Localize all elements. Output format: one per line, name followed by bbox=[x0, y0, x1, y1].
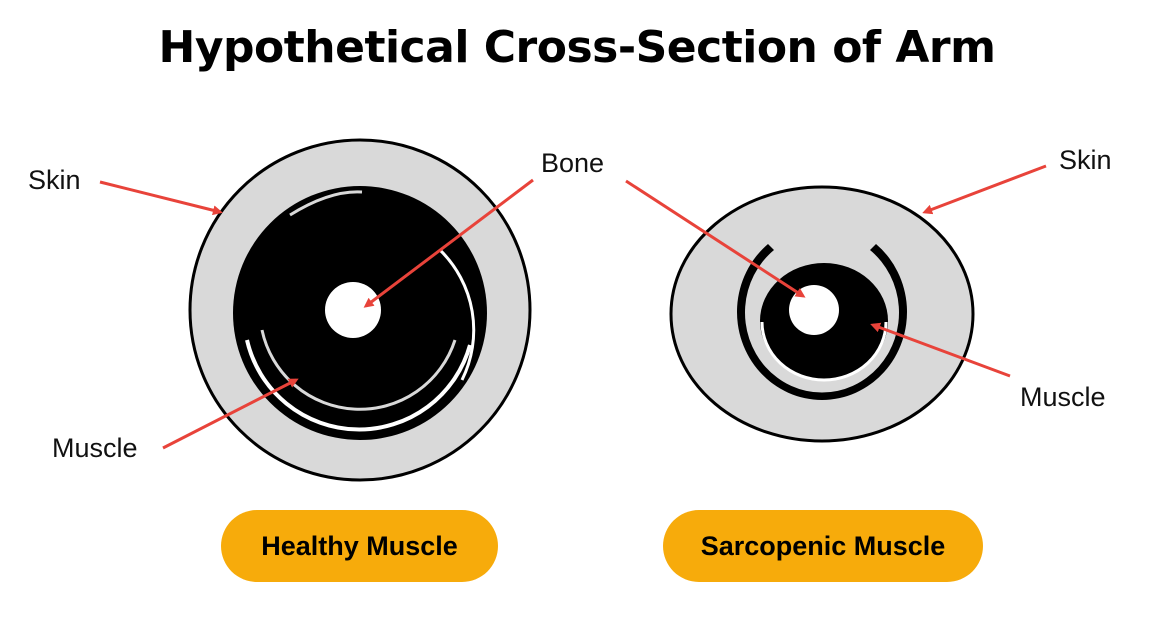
healthy-skin-arrow bbox=[99, 180, 223, 216]
sarcopenic-muscle-arrow bbox=[870, 322, 1011, 378]
diagram-title: Hypothetical Cross-Section of Arm bbox=[158, 22, 996, 73]
healthy-muscle-swirl-inner bbox=[260, 329, 457, 411]
sarcopenic-arm-section bbox=[625, 164, 1047, 443]
healthy-muscle-label: Muscle bbox=[52, 433, 138, 463]
healthy-muscle-badge: Healthy Muscle bbox=[221, 510, 498, 582]
sarcopenic-muscle-badge: Sarcopenic Muscle bbox=[663, 510, 983, 582]
healthy-skin-label: Skin bbox=[28, 165, 81, 195]
bone-arrow-healthy bbox=[363, 178, 534, 308]
sarcopenic-muscle-swirl bbox=[760, 321, 888, 382]
healthy-muscle-swirl-outer bbox=[245, 339, 472, 432]
healthy-arm-section bbox=[99, 138, 534, 482]
sarcopenic-skin-label: Skin bbox=[1059, 145, 1112, 175]
sarcopenic-muscle-badge-label: Sarcopenic Muscle bbox=[700, 530, 946, 561]
healthy-muscle-swirl-right bbox=[438, 248, 476, 381]
sarcopenic-skin-arrow bbox=[922, 164, 1047, 215]
bone-arrow-sarcopenic bbox=[625, 179, 806, 298]
bone-label: Bone bbox=[541, 148, 605, 178]
healthy-muscle-arrow bbox=[162, 378, 299, 450]
sarcopenic-muscle-label: Muscle bbox=[1020, 382, 1106, 412]
healthy-bone bbox=[325, 282, 381, 338]
sarcopenic-muscle-ring bbox=[737, 244, 907, 400]
healthy-muscle-badge-label: Healthy Muscle bbox=[261, 530, 458, 561]
healthy-muscle-swirl-top bbox=[289, 190, 363, 217]
